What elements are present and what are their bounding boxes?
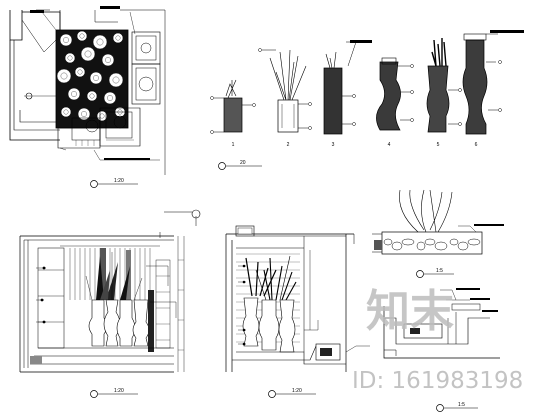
vase-elevation-1	[210, 79, 256, 134]
section-top-scale-marker	[416, 270, 424, 278]
vase-number-1: 1	[232, 142, 235, 148]
plan-scale-label: 1:20	[114, 178, 124, 184]
vase-number-2: 2	[287, 142, 290, 148]
left-elevation-plants	[85, 252, 143, 301]
section-bottom-scale-marker	[436, 404, 444, 412]
vases-scale-marker	[218, 162, 226, 170]
section-detail-bottom: 1:5	[383, 288, 500, 412]
section-top-scale-label: 1:5	[436, 268, 443, 274]
left-elevation-scale-label: 1:20	[114, 388, 124, 394]
pebble	[67, 87, 81, 101]
pebble	[59, 33, 73, 47]
left-elevation-vases	[88, 299, 150, 347]
pebble	[80, 46, 96, 62]
watermark: 知末 ID: 161983198	[352, 286, 523, 394]
pebble	[101, 53, 115, 67]
pebble	[74, 66, 86, 78]
vases-scale-label: 20	[240, 160, 246, 166]
pebble	[89, 71, 103, 85]
center-section-scale-marker	[268, 390, 276, 398]
vase-number-4: 4	[388, 142, 391, 148]
plan-view: 1:20	[9, 6, 166, 188]
vase-elevation-4	[376, 57, 414, 131]
vase-elevations: 1 2 3 4 5 6 20	[210, 30, 524, 170]
pebble	[92, 34, 108, 50]
vase-elevation-2	[258, 48, 312, 133]
pebble	[60, 106, 72, 118]
center-section-vases	[242, 297, 296, 353]
pebble	[56, 68, 72, 84]
pebble	[76, 30, 88, 42]
pebble	[108, 72, 124, 88]
watermark-id: ID: 161983198	[352, 368, 523, 394]
pebble	[64, 52, 76, 64]
vase-elevation-5	[426, 38, 462, 133]
watermark-brand: 知末	[366, 286, 454, 337]
pebble-pattern	[56, 30, 126, 122]
center-section-scale-label: 1:20	[292, 388, 302, 394]
pebble	[103, 91, 117, 105]
section-bottom-scale-label: 1:5	[458, 402, 465, 408]
vase-number-5: 5	[437, 142, 440, 148]
left-elevation: 1:20	[19, 209, 201, 398]
pebble	[77, 107, 91, 121]
vase-elevation-3	[323, 40, 372, 135]
gravel-stones	[383, 238, 481, 251]
left-elevation-scale-marker	[90, 390, 98, 398]
vase-number-labels: 1 2 3 4 5 6	[232, 142, 478, 148]
pebble	[86, 90, 98, 102]
vase-number-3: 3	[332, 142, 335, 148]
pebble	[112, 32, 124, 44]
vase-elevation-6	[462, 30, 524, 135]
pebble	[96, 110, 108, 122]
plan-scale-marker	[90, 180, 98, 188]
center-section-plants	[245, 255, 297, 301]
section-detail-top: 1:5	[372, 189, 504, 278]
center-section: 1:20	[225, 225, 370, 398]
vase-number-6: 6	[475, 142, 478, 148]
